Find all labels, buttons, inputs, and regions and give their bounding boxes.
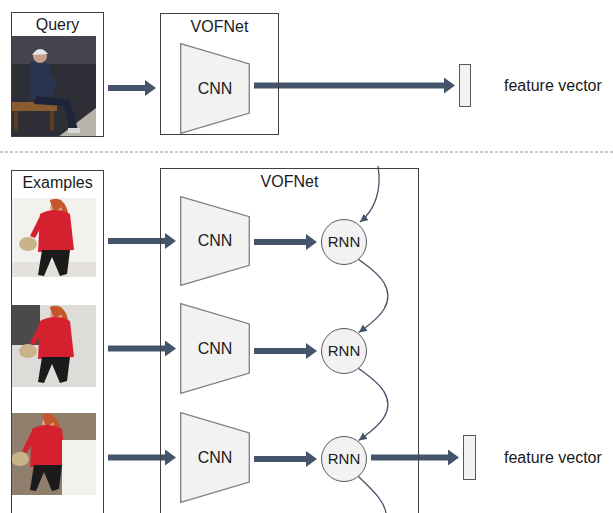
cnn-trapezoid-outline (181, 197, 250, 286)
recurrent-input-arrow (360, 166, 379, 222)
rnn-circle: RNN (321, 328, 367, 374)
node-label: RNN (328, 450, 361, 468)
node-title: VOFNet (161, 169, 418, 191)
node-label: CNN (198, 448, 233, 467)
rnn-circle: RNN (321, 436, 367, 482)
cnn-trapezoid: CNN (180, 412, 250, 503)
node-title: feature vector (504, 76, 602, 95)
flow-arrow (254, 83, 444, 89)
flow-arrow (254, 239, 306, 245)
network-frame: VOFNetCNN RNN CNN RNN CNN RNN (160, 168, 419, 513)
cnn-trapezoid: CNN (180, 196, 250, 286)
flow-arrow (108, 238, 165, 244)
example-photo (12, 305, 96, 387)
node-title: Examples (12, 171, 103, 194)
input-panel: Query (11, 12, 104, 137)
recurrent-output-line (358, 476, 386, 513)
recurrent-arrow (359, 369, 388, 441)
node-title: feature vector (504, 448, 602, 467)
node-label: RNN (328, 342, 361, 360)
feature-vector: feature vector (459, 64, 471, 107)
feature-vector: feature vector (463, 435, 476, 480)
example-photo (11, 413, 96, 495)
flow-arrow (254, 456, 306, 462)
cnn-trapezoid-outline (181, 304, 250, 394)
node-title: Query (12, 13, 103, 36)
cnn-trapezoid: CNN (180, 43, 250, 134)
flow-arrow (108, 455, 165, 461)
query-photo (12, 36, 96, 137)
flow-arrow (108, 85, 145, 91)
flow-arrow (108, 346, 165, 352)
flow-arrow (371, 455, 448, 461)
cnn-trapezoid-outline (181, 44, 250, 134)
example-photo (12, 198, 96, 277)
node-label: CNN (198, 79, 233, 98)
node-label: CNN (198, 231, 233, 250)
node-label: RNN (328, 233, 361, 251)
separator-line (0, 152, 613, 153)
node-label: CNN (198, 339, 233, 358)
cnn-trapezoid: CNN (180, 303, 250, 394)
input-panel: Examples (11, 170, 104, 513)
cnn-trapezoid-outline (181, 413, 250, 503)
flow-arrow (254, 348, 306, 354)
network-frame: VOFNetCNN (160, 13, 279, 135)
node-title: VOFNet (161, 14, 278, 36)
rnn-circle: RNN (321, 219, 367, 265)
recurrent-arrow (359, 260, 388, 333)
